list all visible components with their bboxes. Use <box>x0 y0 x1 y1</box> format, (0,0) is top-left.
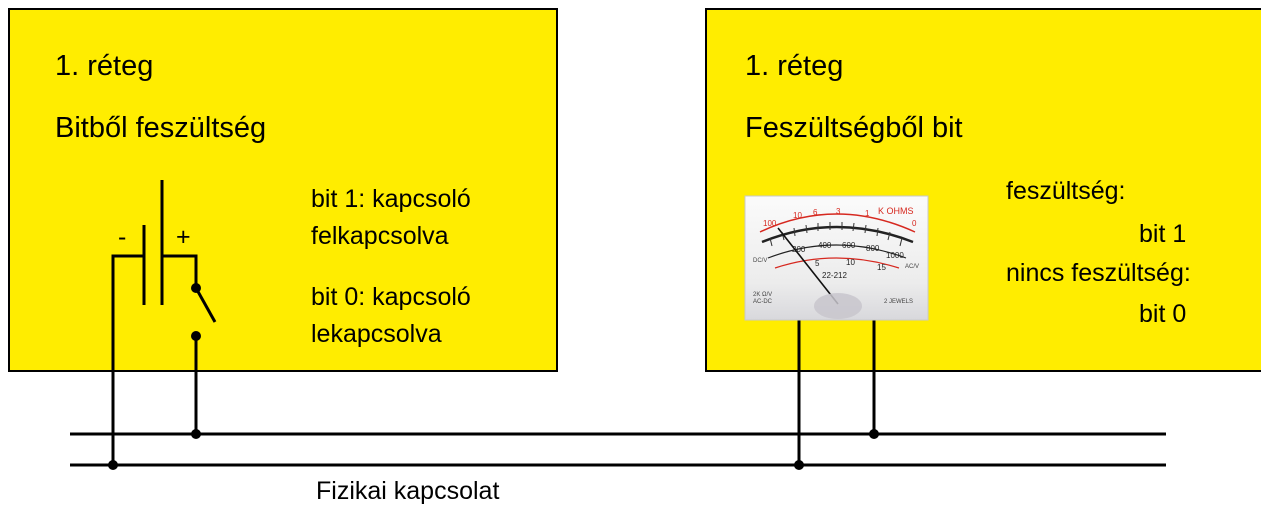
meter-tick-label: 800 <box>866 244 880 253</box>
no-voltage-bit-value: bit 0 <box>1139 300 1187 328</box>
voltage-label: feszültség: <box>1006 177 1126 205</box>
meter-tick-label: 1000 <box>886 251 904 260</box>
bit0-description-line1: bit 0: kapcsoló <box>311 283 471 311</box>
meter-tick-label: 100 <box>763 219 777 228</box>
voltmeter-icon: K OHMS 100 10 6 3 1 0 200 400 600 800 10… <box>744 195 929 321</box>
meter-tick-label: 1 <box>865 209 870 218</box>
meter-tick-label: 5 <box>815 259 820 268</box>
left-box-title: Bitből feszültség <box>55 112 267 144</box>
junction-dot <box>794 460 804 470</box>
meter-tick-label: 200 <box>792 245 806 254</box>
physical-connection-label: Fizikai kapcsolat <box>316 477 500 505</box>
meter-tick-label: 10 <box>793 211 802 220</box>
right-layer-title: 1. réteg <box>745 50 844 82</box>
bit0-description-line2: lekapcsolva <box>311 320 442 348</box>
bit1-description-line1: bit 1: kapcsoló <box>311 185 471 213</box>
meter-tick-label: 600 <box>842 241 856 250</box>
meter-tick-label: 0 <box>912 219 917 228</box>
meter-tick-label: 6 <box>813 208 818 217</box>
junction-dot <box>191 429 201 439</box>
meter-note-acdc: AC-DC <box>753 299 773 305</box>
battery-minus-label: - <box>118 223 127 251</box>
left-layer-title: 1. réteg <box>55 50 154 82</box>
meter-note-sensitivity: 2K Ω/V <box>753 292 772 298</box>
switch-icon <box>191 283 217 434</box>
meter-tick-label: 3 <box>836 207 841 216</box>
junction-dot <box>108 460 118 470</box>
meter-note-jewels: 2 JEWELS <box>884 299 913 305</box>
voltage-bit-value: bit 1 <box>1139 220 1187 248</box>
no-voltage-label: nincs feszültség: <box>1006 259 1191 287</box>
meter-tick-label: 15 <box>877 263 886 272</box>
meter-ohms-label: K OHMS <box>878 206 914 216</box>
battery-icon <box>111 180 198 465</box>
meter-scale-left: DC/V <box>753 258 767 264</box>
meter-model-label: 22-212 <box>822 271 847 280</box>
bit1-description-line2: felkapcsolva <box>311 222 449 250</box>
meter-tick-label: 400 <box>818 241 832 250</box>
junction-dot <box>869 429 879 439</box>
right-box-title: Feszültségből bit <box>745 112 963 144</box>
meter-tick-label: 10 <box>846 258 855 267</box>
sender-layer-box <box>8 8 558 372</box>
meter-scale-right: AC/V <box>905 264 919 270</box>
battery-plus-label: + <box>176 223 191 251</box>
